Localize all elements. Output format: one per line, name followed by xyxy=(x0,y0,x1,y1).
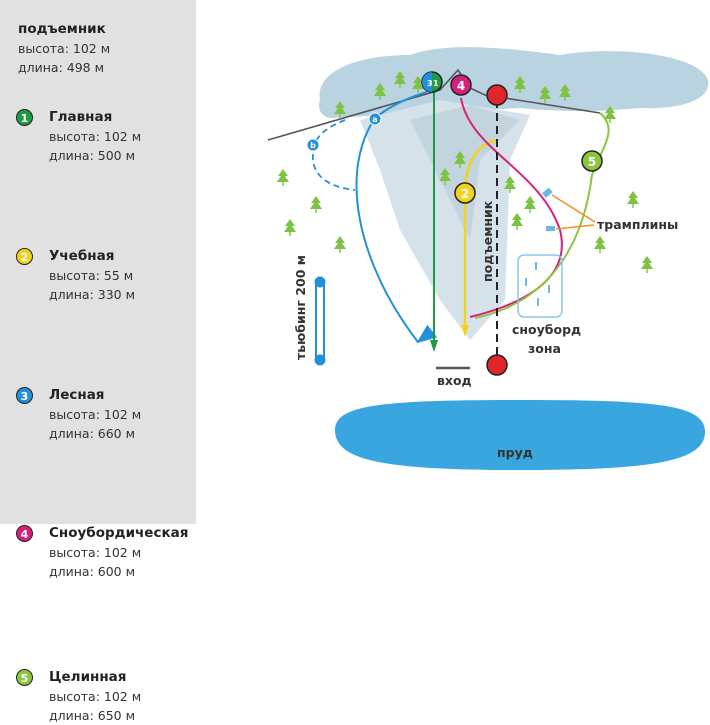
legend-panel: подъемник высота: 102 м длина: 498 м 1 Г… xyxy=(0,0,196,723)
run-height: высота: 102 м xyxy=(49,407,142,422)
entrance-label: вход xyxy=(437,373,472,388)
legend-run-5: 5 Целинная высота: 102 м длина: 650 м xyxy=(16,668,214,725)
legend-lift: подъемник высота: 102 м длина: 498 м xyxy=(18,20,110,77)
run-3a-path xyxy=(355,91,438,344)
snowboard-label: сноуборд xyxy=(512,322,581,337)
svg-text:2: 2 xyxy=(461,187,469,201)
run-5-path xyxy=(474,112,610,319)
jump-2 xyxy=(546,226,555,231)
svg-text:b: b xyxy=(310,141,316,150)
run-name: Учебная xyxy=(49,248,115,264)
run-name: Главная xyxy=(49,109,113,125)
run-2-marker xyxy=(454,182,476,204)
run-name: Целинная xyxy=(49,669,127,685)
legend-run-2: 2 Учебная высота: 55 м длина: 330 м xyxy=(16,247,214,304)
run-height: высота: 102 м xyxy=(49,545,142,560)
run-3b-path xyxy=(312,119,356,191)
run-height: высота: 102 м xyxy=(49,129,142,144)
run-length: длина: 600 м xyxy=(49,564,136,579)
pond-label: пруд xyxy=(497,445,533,460)
run-5-marker xyxy=(581,150,603,172)
lift-label: подъемник xyxy=(480,200,495,282)
svg-text:a: a xyxy=(372,115,377,124)
svg-text:5: 5 xyxy=(588,155,596,169)
run-height: высота: 102 м xyxy=(49,689,142,704)
pond xyxy=(335,400,705,470)
run-4-marker xyxy=(450,74,472,96)
lift-title: подъемник xyxy=(18,21,106,37)
run-name: Сноубордическая xyxy=(49,525,189,541)
tubing-track xyxy=(315,281,325,361)
snowboard-label-2: зона xyxy=(528,341,561,356)
branch-b-marker xyxy=(306,138,320,152)
legend-run-3: 3 Лесная высота: 102 м длина: 660 м xyxy=(16,386,214,443)
run-height: высота: 55 м xyxy=(49,268,134,283)
legend-run-1: 1 Главная высота: 102 м длина: 500 м xyxy=(16,108,214,165)
svg-text:3: 3 xyxy=(427,79,433,88)
slope-shade xyxy=(360,100,530,340)
run-length: длина: 660 м xyxy=(49,426,136,441)
run-length: длина: 500 м xyxy=(49,148,136,163)
lift-height: высота: 102 м xyxy=(18,41,111,56)
legend-run-4: 4 Сноубордическая высота: 102 м длина: 6… xyxy=(16,524,214,581)
run-2-badge: 2 xyxy=(16,248,33,265)
branch-a-marker xyxy=(368,112,382,126)
svg-text:4: 4 xyxy=(457,79,465,93)
run-5-badge: 5 xyxy=(16,669,33,686)
snowboard-zone xyxy=(517,254,563,318)
jumps-label: трамплины xyxy=(597,217,678,232)
svg-text:1: 1 xyxy=(433,79,439,88)
mountain-cloud xyxy=(319,47,709,118)
run-4-path xyxy=(460,97,563,318)
tubing-label: тьюбинг 200 м xyxy=(293,255,308,360)
run-3-badge: 3 xyxy=(16,387,33,404)
jump-1 xyxy=(542,187,553,198)
run-name: Лесная xyxy=(49,387,105,403)
lift-length: длина: 498 м xyxy=(18,60,105,75)
lift-bottom-marker xyxy=(486,354,508,376)
lift-top-marker xyxy=(486,84,508,106)
run-1-badge: 1 xyxy=(16,109,33,126)
run-length: длина: 650 м xyxy=(49,708,136,723)
ski-map: трамплины сноуборд зона подъемник 3 1 4 … xyxy=(267,47,709,470)
run-length: длина: 330 м xyxy=(49,287,136,302)
run-4-badge: 4 xyxy=(16,525,33,542)
